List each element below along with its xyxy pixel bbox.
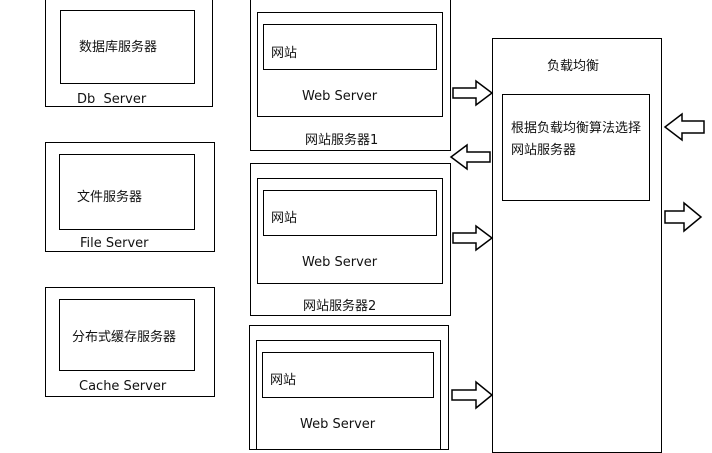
web-server-2-label: Web Server <box>302 255 378 270</box>
web-server-3-label: Web Server <box>300 417 376 432</box>
web-server-1-label: Web Server <box>302 89 378 104</box>
web-server-3-site-box <box>262 352 434 398</box>
cache-server-label: Cache Server <box>79 379 167 394</box>
db-server-inner-label: 数据库服务器 <box>79 40 158 55</box>
arrow-outgoing-response <box>664 201 703 233</box>
web-server-2-site-box <box>263 190 437 236</box>
arrow-to-lb-from-server-2 <box>452 224 494 252</box>
arrow-to-lb-from-server-3 <box>451 380 494 410</box>
load-balancer-algorithm-text: 根据负载均衡算法选择网站服务器 <box>511 121 642 158</box>
cache-server-inner-box <box>59 299 195 371</box>
web-server-3-site-label: 网站 <box>270 373 297 388</box>
file-server-inner-label: 文件服务器 <box>77 190 143 205</box>
db-server-label: Db Server <box>77 92 147 107</box>
file-server-label: File Server <box>80 236 149 251</box>
web-server-1-caption: 网站服务器1 <box>305 133 379 148</box>
web-server-2-caption: 网站服务器2 <box>303 299 377 314</box>
load-balancer-algorithm-box <box>502 94 650 201</box>
arrow-to-server-1-from-lb <box>449 143 491 171</box>
file-server-inner-box <box>59 154 195 230</box>
arrow-to-lb-from-server-1 <box>452 79 494 107</box>
web-server-1-site-label: 网站 <box>271 46 298 61</box>
db-server-inner-box <box>60 10 195 84</box>
cache-server-inner-label: 分布式缓存服务器 <box>72 330 177 345</box>
arrow-incoming-request <box>663 112 705 142</box>
load-balancer-title: 负载均衡 <box>547 59 600 74</box>
web-server-2-site-label: 网站 <box>271 211 298 226</box>
web-server-1-site-box <box>263 24 437 70</box>
